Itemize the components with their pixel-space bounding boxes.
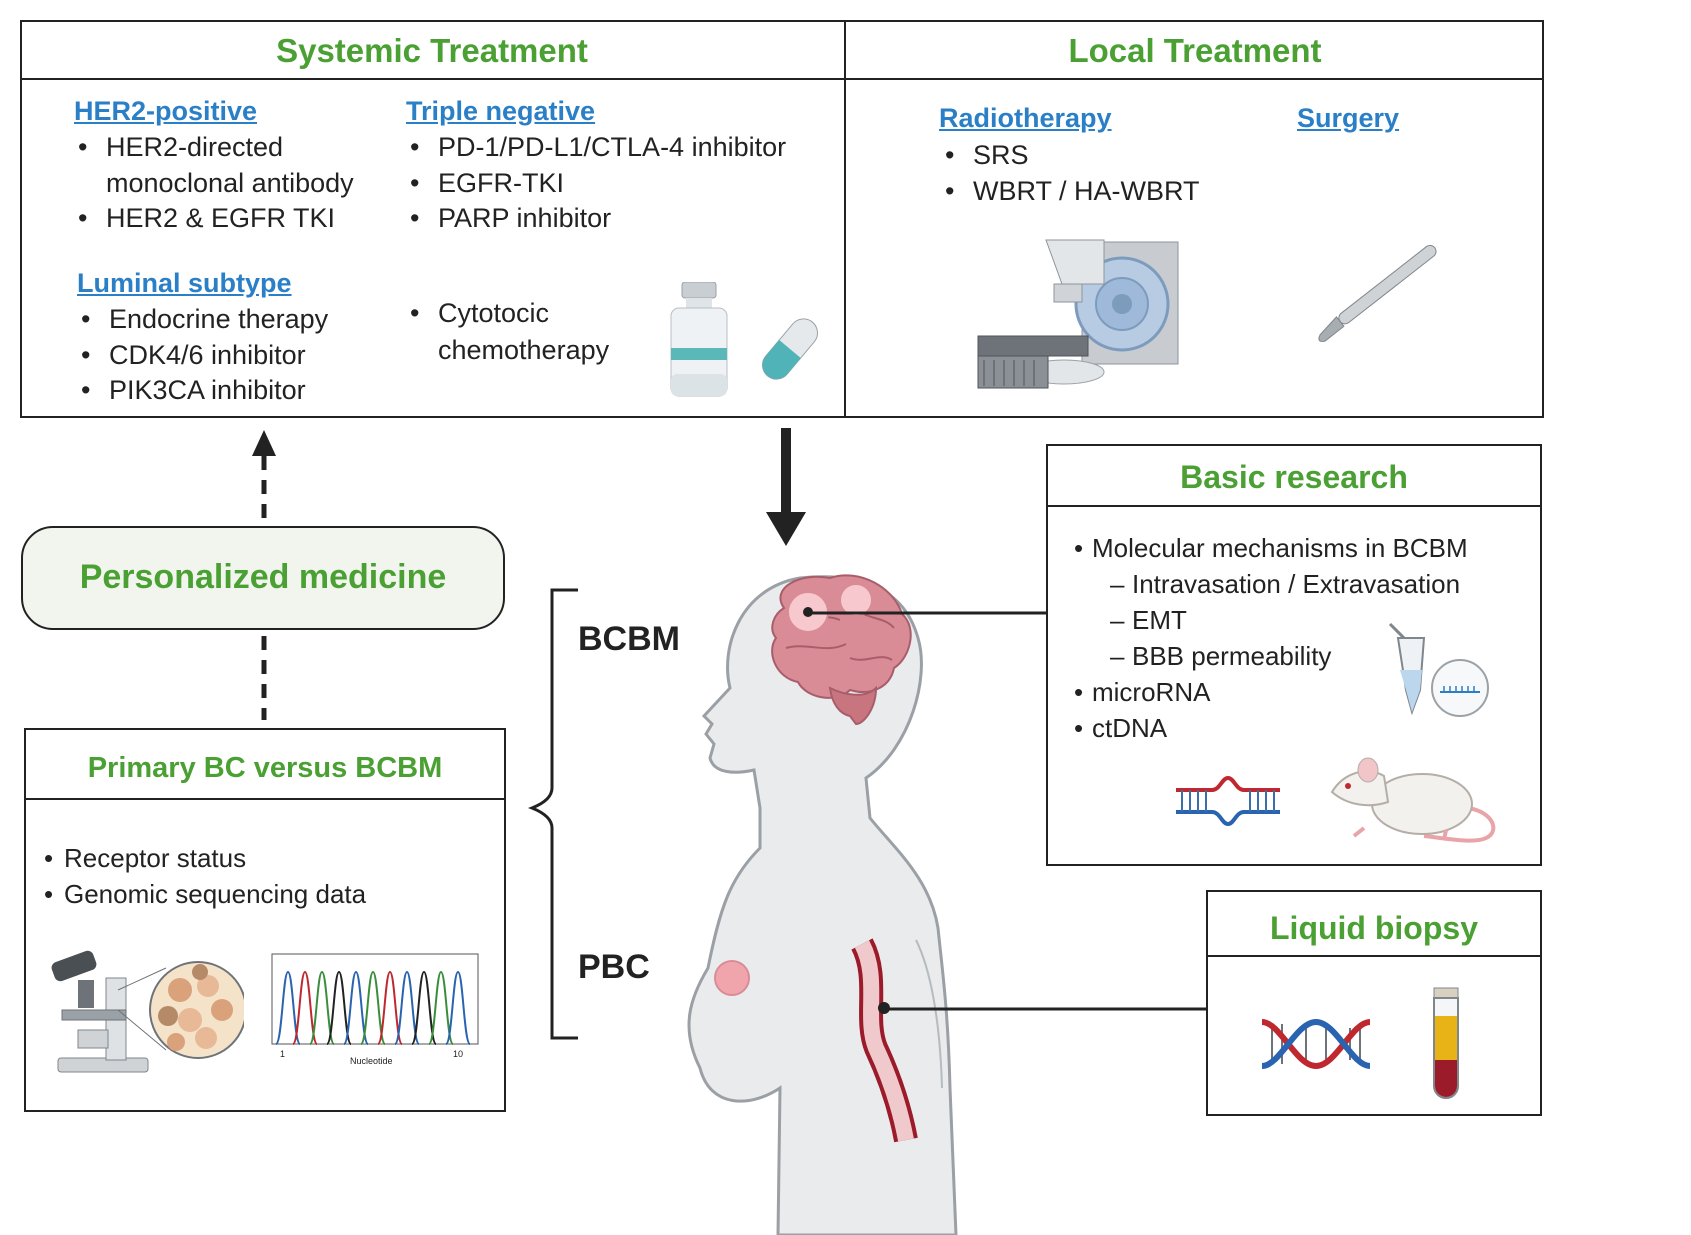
- chromatogram-tick-end: 10: [453, 1049, 464, 1059]
- triple-negative-heading: Triple negative: [406, 96, 596, 126]
- microrna-ladder-icon: [1176, 776, 1280, 826]
- liquid-biopsy-title: Liquid biopsy: [1270, 910, 1478, 946]
- downward-arrow: [766, 428, 806, 546]
- microtube-icon: [1388, 622, 1489, 717]
- basic-research-title: Basic research: [1180, 459, 1408, 495]
- chromatogram-peak: [394, 970, 420, 1045]
- chromatogram-peak: [326, 970, 352, 1045]
- chromatogram-peak: [445, 970, 471, 1045]
- bracket: [527, 588, 578, 1040]
- drug-vial-icon: [670, 282, 728, 397]
- chromatogram-frame: [271, 953, 479, 1045]
- bcbm-label: BCBM: [578, 620, 680, 658]
- local-treatment-title: Local Treatment: [1068, 32, 1322, 69]
- luminal-item-2: •CDK4/6 inhibitor: [81, 340, 306, 370]
- basic-item-2: •microRNA: [1074, 677, 1211, 707]
- chromatogram-peak: [377, 970, 403, 1045]
- basic-item-1: •Molecular mechanisms in BCBM: [1074, 533, 1468, 563]
- treatment-header-line: [20, 78, 1544, 80]
- personalized-medicine-box: [21, 526, 505, 630]
- luminal-item-1: •Endocrine therapy: [81, 304, 329, 334]
- chromatogram-peak: [309, 970, 335, 1045]
- chromatogram-peak: [275, 970, 301, 1045]
- basic-header-line: [1046, 505, 1542, 507]
- treatment-divider: [844, 20, 846, 418]
- surgery-heading: Surgery: [1297, 103, 1400, 133]
- chromatogram-peak: [360, 970, 386, 1045]
- chromatogram-peak: [428, 970, 454, 1045]
- chromatogram-peak: [411, 970, 437, 1045]
- luminal-subtype-heading: Luminal subtype: [77, 268, 292, 298]
- triple-item-2: •EGFR-TKI: [410, 168, 564, 198]
- blood-tube-icon: [1433, 987, 1459, 1099]
- chemo-item-cont: chemotherapy: [438, 335, 610, 365]
- radiotherapy-heading: Radiotherapy: [939, 103, 1112, 133]
- brain-connector-line: [808, 611, 1052, 615]
- primary-header-line: [24, 798, 506, 800]
- personalized-medicine-label: Personalized medicine: [79, 558, 447, 596]
- pbc-label: PBC: [578, 948, 650, 986]
- chromatogram-peak: [292, 970, 318, 1045]
- vessel-connector-line: [884, 1007, 1208, 1011]
- triple-item-1: •PD-1/PD-L1/CTLA-4 inhibitor: [410, 132, 787, 162]
- her2-item-1: •HER2-directed: [78, 132, 284, 162]
- chemo-item: •Cytotocic: [410, 298, 550, 328]
- her2-item-1-cont: monoclonal antibody: [106, 168, 354, 198]
- basic-item-1b: –EMT: [1110, 605, 1187, 635]
- liquid-biopsy-panel: [1206, 890, 1542, 1116]
- chromatogram-tick-start: 1: [280, 1049, 286, 1059]
- primary-item-2: •Genomic sequencing data: [44, 879, 367, 909]
- scalpel-icon: [1318, 244, 1437, 342]
- basic-item-1a: –Intravasation / Extravasation: [1110, 569, 1461, 599]
- liquid-header-line: [1206, 955, 1542, 957]
- her2-item-2: •HER2 & EGFR TKI: [78, 203, 336, 233]
- microscope-icon: [51, 950, 244, 1073]
- primary-vs-bcbm-title: Primary BC versus BCBM: [87, 752, 443, 784]
- triple-item-3: •PARP inhibitor: [410, 203, 612, 233]
- systemic-treatment-title: Systemic Treatment: [276, 32, 588, 69]
- human-figure-illustration: [687, 574, 958, 1235]
- upward-dashed-arrow: [252, 430, 276, 720]
- her2-positive-heading: HER2-positive: [74, 96, 258, 126]
- basic-item-1c: –BBB permeability: [1110, 641, 1332, 671]
- luminal-item-3: •PIK3CA inhibitor: [81, 375, 306, 405]
- primary-item-1: •Receptor status: [44, 843, 247, 873]
- basic-item-3: •ctDNA: [1074, 713, 1168, 743]
- chromatogram-peak: [343, 970, 369, 1045]
- linear-accelerator-icon: [977, 239, 1179, 389]
- sequencing-chromatogram: [271, 953, 479, 1045]
- mouse-model-icon: [1330, 757, 1496, 843]
- radio-item-1: •SRS: [945, 140, 1029, 170]
- dna-double-helix-icon: [1261, 1018, 1371, 1070]
- chromatogram-xlabel: Nucleotide: [350, 1056, 393, 1066]
- radio-item-2: •WBRT / HA-WBRT: [945, 176, 1200, 206]
- capsule-icon: [762, 318, 818, 380]
